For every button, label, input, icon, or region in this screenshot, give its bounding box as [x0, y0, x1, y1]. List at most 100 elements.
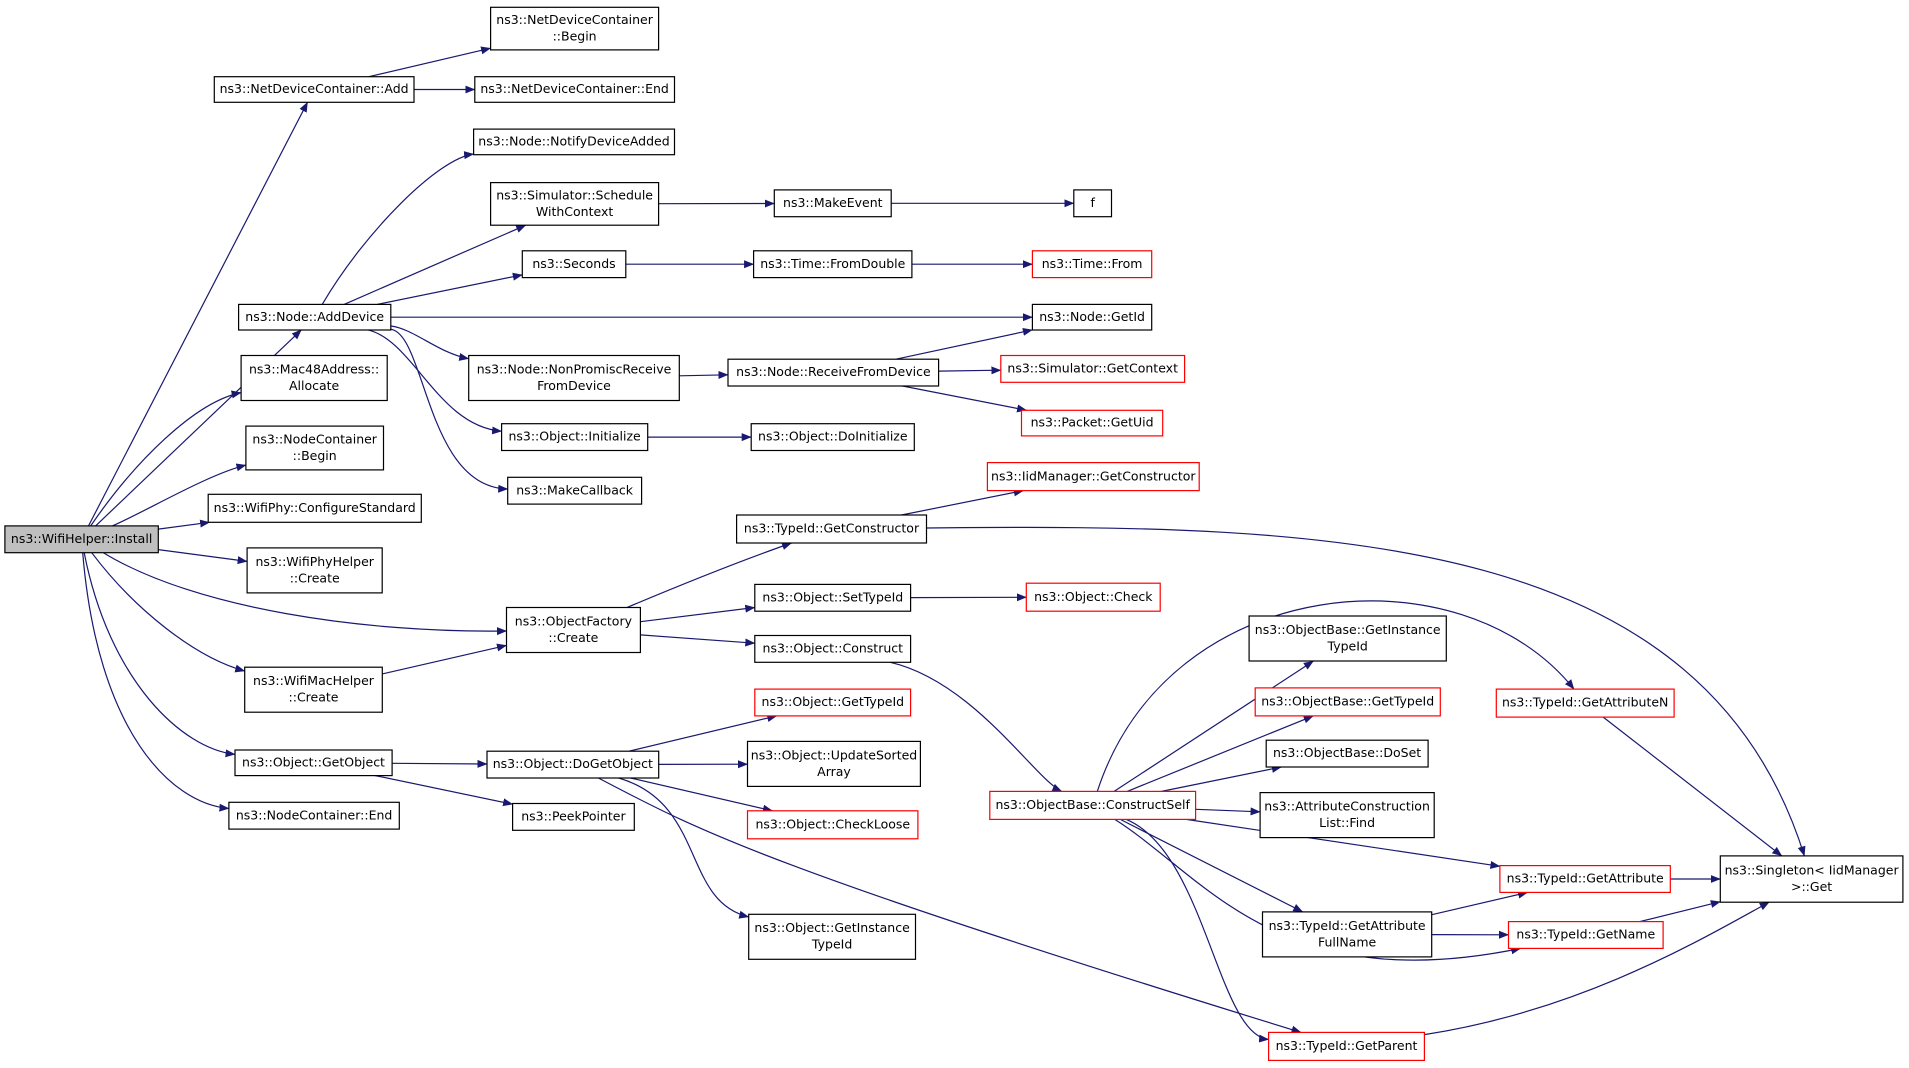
node-obj-settypeid[interactable]: ns3::Object::SetTypeId: [754, 583, 912, 612]
node-box: [735, 514, 928, 544]
node-label: ns3::Simulator::Schedule: [496, 187, 653, 202]
node-typeid-getattributen[interactable]: ns3::TypeId::GetAttributeN: [1495, 688, 1675, 718]
node-box: [474, 76, 676, 103]
node-label: ns3::WifiPhyHelper: [255, 554, 374, 569]
node-ndc-end[interactable]: ns3::NetDeviceContainer::End: [474, 76, 676, 103]
nodes-layer: ns3::WifiHelper::Install ns3::NetDeviceCo…: [4, 6, 1904, 1062]
node-box: [1073, 189, 1113, 218]
edge-objbase_constructself-to-typeid_getname: [1114, 818, 1522, 961]
node-obj-checkloose[interactable]: ns3::Object::CheckLoose: [746, 810, 919, 840]
node-node-adddevice[interactable]: ns3::Node::AddDevice: [238, 303, 392, 331]
node-label: ::Begin: [293, 448, 337, 463]
node-mac48-alloc[interactable]: ns3::Mac48Address::Allocate: [240, 354, 388, 402]
node-label: ns3::Time::FromDouble: [760, 256, 905, 271]
edge-typeid_getctor-to-iid_getctor: [901, 488, 1024, 516]
node-typeid-getattribute[interactable]: ns3::TypeId::GetAttribute: [1499, 864, 1671, 893]
node-typeid-getctor[interactable]: ns3::TypeId::GetConstructor: [735, 514, 928, 544]
node-objfactory-create[interactable]: ns3::ObjectFactory::Create: [505, 606, 641, 654]
node-time-fromdouble[interactable]: ns3::Time::FromDouble: [752, 250, 913, 279]
node-box: [1020, 409, 1164, 437]
node-packet-getuid[interactable]: ns3::Packet::GetUid: [1020, 409, 1164, 437]
edge-typeid_getattributen-to-singleton_get: [1602, 716, 1783, 857]
edge-install-to-wifimachelper_create: [91, 552, 246, 673]
node-label: ::Create: [548, 630, 598, 645]
node-wifiphyhelper-create[interactable]: ns3::WifiPhyHelper::Create: [246, 547, 383, 594]
node-label: Array: [817, 764, 851, 779]
node-f[interactable]: f: [1073, 189, 1113, 218]
node-objbase-doset[interactable]: ns3::ObjectBase::DoSet: [1265, 739, 1429, 768]
node-install[interactable]: ns3::WifiHelper::Install: [4, 525, 159, 554]
node-obj-dogetobject[interactable]: ns3::Object::DoGetObject: [486, 750, 660, 779]
node-wifiphy-config[interactable]: ns3::WifiPhy::ConfigureStandard: [207, 493, 422, 523]
node-box: [1265, 739, 1429, 768]
node-label: ns3::Packet::GetUid: [1031, 415, 1154, 430]
edge-objfactory_create-to-obj_settypeid: [640, 604, 756, 623]
node-typeid-getparent[interactable]: ns3::TypeId::GetParent: [1267, 1031, 1425, 1062]
node-label: ns3::Node::ReceiveFromDevice: [736, 364, 931, 379]
node-box: [1719, 855, 1904, 903]
node-objbase-gettypeid[interactable]: ns3::ObjectBase::GetTypeId: [1254, 687, 1441, 717]
node-box: [1025, 582, 1161, 612]
node-box: [511, 802, 635, 831]
node-box: [754, 688, 912, 717]
node-obj-gettypeid[interactable]: ns3::Object::GetTypeId: [754, 688, 912, 717]
node-obj-initialize[interactable]: ns3::Object::Initialize: [501, 423, 649, 452]
node-label: ns3::Object::CheckLoose: [755, 817, 910, 832]
node-node-getid[interactable]: ns3::Node::GetId: [1031, 303, 1153, 331]
edge-typeid_getattrfullname-to-typeid_getattribute: [1431, 890, 1529, 916]
edge-install-to-wifiphy_config: [158, 519, 211, 530]
node-box: [1259, 791, 1435, 839]
edge-install-to-obj_getobject: [83, 552, 236, 758]
node-label: ns3::WifiMacHelper: [253, 673, 375, 688]
node-nc-begin[interactable]: ns3::NodeContainer::Begin: [245, 425, 385, 471]
node-time-from[interactable]: ns3::Time::From: [1031, 250, 1153, 279]
node-objbase-constructself[interactable]: ns3::ObjectBase::ConstructSelf: [989, 790, 1197, 821]
node-obj-getobject[interactable]: ns3::Object::GetObject: [234, 749, 393, 777]
node-label: ns3::ObjectBase::GetInstance: [1255, 622, 1441, 637]
node-box: [1507, 920, 1664, 949]
node-make-event[interactable]: ns3::MakeEvent: [773, 189, 892, 218]
node-label: f: [1090, 195, 1095, 210]
node-box: [490, 6, 660, 51]
node-obj-check[interactable]: ns3::Object::Check: [1025, 582, 1161, 612]
node-ndc-begin[interactable]: ns3::NetDeviceContainer::Begin: [490, 6, 660, 51]
node-box: [521, 250, 627, 279]
node-label: ns3::Object::GetObject: [242, 754, 385, 769]
node-sim-getcontext[interactable]: ns3::Simulator::GetContext: [1000, 354, 1186, 383]
node-node-notify[interactable]: ns3::Node::NotifyDeviceAdded: [473, 128, 676, 156]
node-box: [752, 250, 913, 279]
node-ndc-add[interactable]: ns3::NetDeviceContainer::Add: [213, 76, 415, 103]
node-nc-end[interactable]: ns3::NodeContainer::End: [228, 801, 400, 830]
node-box: [507, 476, 643, 505]
node-peekpointer[interactable]: ns3::PeekPointer: [511, 802, 635, 831]
node-box: [4, 525, 159, 554]
node-label: ns3::Mac48Address::: [249, 361, 379, 376]
node-node-recvfromdev[interactable]: ns3::Node::ReceiveFromDevice: [727, 358, 940, 387]
node-box: [754, 634, 912, 663]
node-iid-getctor[interactable]: ns3::IidManager::GetConstructor: [986, 462, 1200, 492]
edge-objbase_constructself-to-typeid_getattributen: [1096, 600, 1575, 792]
edge-obj_construct-to-objbase_constructself: [890, 661, 1063, 792]
edge-obj_dogetobject-to-typeid_getparent: [598, 777, 1302, 1034]
node-label: ns3::ObjectFactory: [515, 613, 633, 628]
node-obj-construct[interactable]: ns3::Object::Construct: [754, 634, 912, 663]
edge-install-to-nc_begin: [112, 463, 247, 527]
node-label: ns3::Node::NonPromiscReceive: [477, 361, 672, 376]
node-box: [1499, 864, 1671, 893]
node-seconds[interactable]: ns3::Seconds: [521, 250, 627, 279]
node-typeid-getname[interactable]: ns3::TypeId::GetName: [1507, 920, 1664, 949]
node-obj-doinitialize[interactable]: ns3::Object::DoInitialize: [750, 423, 915, 452]
node-make-callback[interactable]: ns3::MakeCallback: [507, 476, 643, 505]
node-label: List::Find: [1319, 815, 1375, 830]
node-singleton-get[interactable]: ns3::Singleton< IidManager>::Get: [1719, 855, 1904, 903]
node-wifimachelper-create[interactable]: ns3::WifiMacHelper::Create: [244, 666, 383, 713]
node-label: ns3::Object::GetTypeId: [762, 694, 905, 709]
node-label: ns3::ObjectBase::GetTypeId: [1261, 694, 1434, 709]
